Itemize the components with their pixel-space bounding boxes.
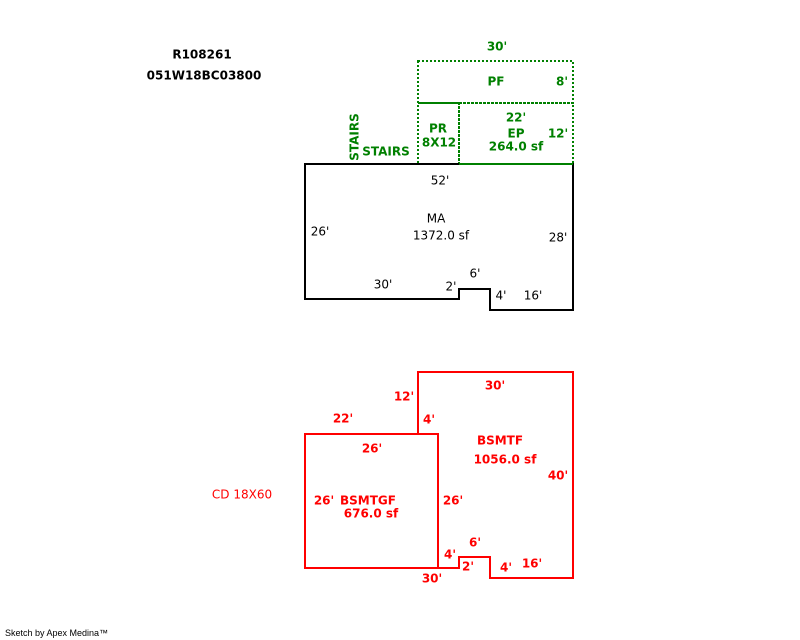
bsmtf-notch-top-dim: 6' <box>468 535 482 550</box>
pr-outline <box>417 102 460 165</box>
pr-size: 8X12 <box>421 135 457 150</box>
bsmtf-left-upper-dim: 12' <box>393 389 415 404</box>
bsmtgf-label: BSMTGF <box>340 493 396 508</box>
bsmtgf-right-dim: 26' <box>442 493 464 508</box>
bsmtf-notch-bottom-dim: 2' <box>461 559 475 574</box>
bsmtgf-outer-top-dim: 22' <box>332 411 354 426</box>
bsmtgf-outline <box>304 433 439 569</box>
ma-notch-right-dim: 4' <box>495 288 507 303</box>
ma-outline <box>304 163 574 311</box>
bsmtf-left-step-dim: 4' <box>422 412 436 427</box>
bsmtf-notch-right-dim: 4' <box>499 560 513 575</box>
bsmtf-bottom-left-dim: 30' <box>421 571 443 586</box>
stairs-label: STAIRS <box>362 144 410 159</box>
ma-area: 1372.0 sf <box>412 228 470 243</box>
bsmtgf-left-dim: 26' <box>313 493 335 508</box>
pf-top-dim: 30' <box>486 39 508 54</box>
bsmtf-label: BSMTF <box>476 433 524 448</box>
bsmtf-top-dim: 30' <box>484 378 506 393</box>
ma-top-dim: 52' <box>430 173 450 188</box>
ma-bottom-right-dim: 16' <box>523 288 543 303</box>
parcel-id: R108261 <box>172 47 232 62</box>
ma-right-dim: 28' <box>548 230 568 245</box>
bsmtf-outline <box>417 371 574 579</box>
pf-side-dim: 8' <box>555 74 569 89</box>
pf-outline <box>417 60 574 104</box>
stairs-vertical-label: STAIRS <box>347 113 362 161</box>
pf-label: PF <box>487 74 505 89</box>
bsmtgf-top-dim: 26' <box>361 441 383 456</box>
ep-label: EP <box>507 126 525 141</box>
ma-left-dim: 26' <box>310 224 330 239</box>
cd-label: CD 18X60 <box>211 487 273 502</box>
ep-area: 264.0 sf <box>488 139 544 154</box>
bsmtf-bottom-right-dim: 16' <box>521 556 543 571</box>
bsmtf-area: 1056.0 sf <box>473 452 537 467</box>
bsmtf-notch-left-dim: 4' <box>443 547 457 562</box>
footer-credit: Sketch by Apex Medina™ <box>5 628 109 638</box>
ep-side-dim: 12' <box>547 126 569 141</box>
pr-label: PR <box>428 121 448 136</box>
map-number: 051W18BC03800 <box>146 68 262 83</box>
ep-top-dim: 22' <box>505 110 527 125</box>
ma-label: MA <box>426 211 446 226</box>
ma-notch-left-dim: 2' <box>445 279 457 294</box>
ma-bottom-left-dim: 30' <box>373 277 393 292</box>
bsmtgf-area: 676.0 sf <box>343 506 399 521</box>
bsmtf-right-dim: 40' <box>547 468 569 483</box>
ma-notch-top-dim: 6' <box>469 266 481 281</box>
